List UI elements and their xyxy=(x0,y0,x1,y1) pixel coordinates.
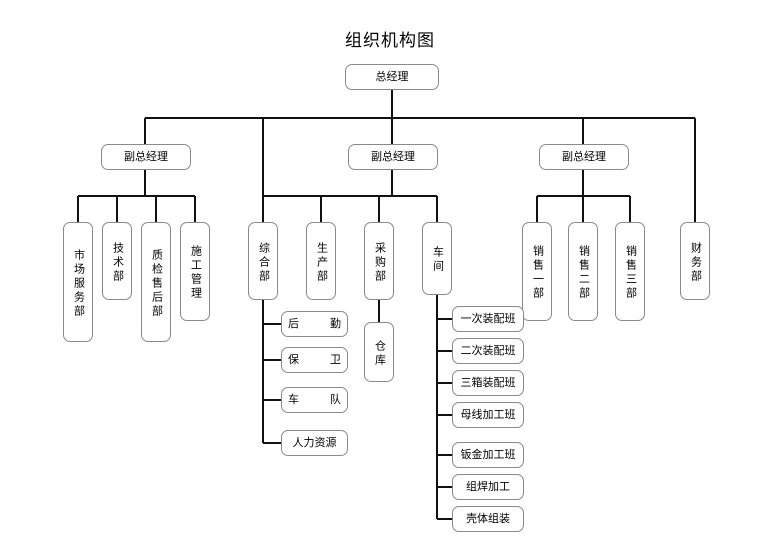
node-vice-gm-2[interactable]: 副总经理 xyxy=(348,144,438,170)
node-construction-management[interactable]: 施工管理 xyxy=(180,222,210,321)
node-quality-aftersales-dept[interactable]: 质检售后部 xyxy=(141,222,171,342)
node-busbar-processing-team[interactable]: 母线加工班 xyxy=(452,402,524,428)
node-general-manager[interactable]: 总经理 xyxy=(345,64,439,90)
node-welding-processing[interactable]: 组焊加工 xyxy=(452,474,524,500)
node-vice-gm-3[interactable]: 副总经理 xyxy=(539,144,629,170)
node-warehouse[interactable]: 仓库 xyxy=(364,322,394,382)
node-finance-dept[interactable]: 财务部 xyxy=(680,222,710,300)
node-market-service-dept[interactable]: 市场服务部 xyxy=(63,222,93,342)
node-assembly-team-1[interactable]: 一次装配班 xyxy=(452,306,524,332)
node-fleet[interactable]: 车 队 xyxy=(281,387,348,413)
node-assembly-team-2[interactable]: 二次装配班 xyxy=(452,338,524,364)
node-vice-gm-1[interactable]: 副总经理 xyxy=(101,144,191,170)
node-human-resources[interactable]: 人力资源 xyxy=(281,430,348,456)
node-purchasing-dept[interactable]: 采购部 xyxy=(364,222,394,300)
node-workshop[interactable]: 车间 xyxy=(422,222,452,295)
node-production-dept[interactable]: 生产部 xyxy=(306,222,336,300)
node-general-affairs-dept[interactable]: 综合部 xyxy=(248,222,278,300)
node-logistics[interactable]: 后 勤 xyxy=(281,311,348,337)
node-security[interactable]: 保 卫 xyxy=(281,347,348,373)
node-sales-dept-1[interactable]: 销售一部 xyxy=(522,222,552,321)
node-shell-assembly[interactable]: 壳体组装 xyxy=(452,506,524,532)
node-sales-dept-2[interactable]: 销售二部 xyxy=(568,222,598,321)
node-sheet-metal-team[interactable]: 钣金加工班 xyxy=(452,442,524,468)
page-title: 组织机构图 xyxy=(345,31,435,51)
node-sales-dept-3[interactable]: 销售三部 xyxy=(615,222,645,321)
node-assembly-team-3[interactable]: 三箱装配班 xyxy=(452,370,524,396)
node-technology-dept[interactable]: 技术部 xyxy=(102,222,132,300)
